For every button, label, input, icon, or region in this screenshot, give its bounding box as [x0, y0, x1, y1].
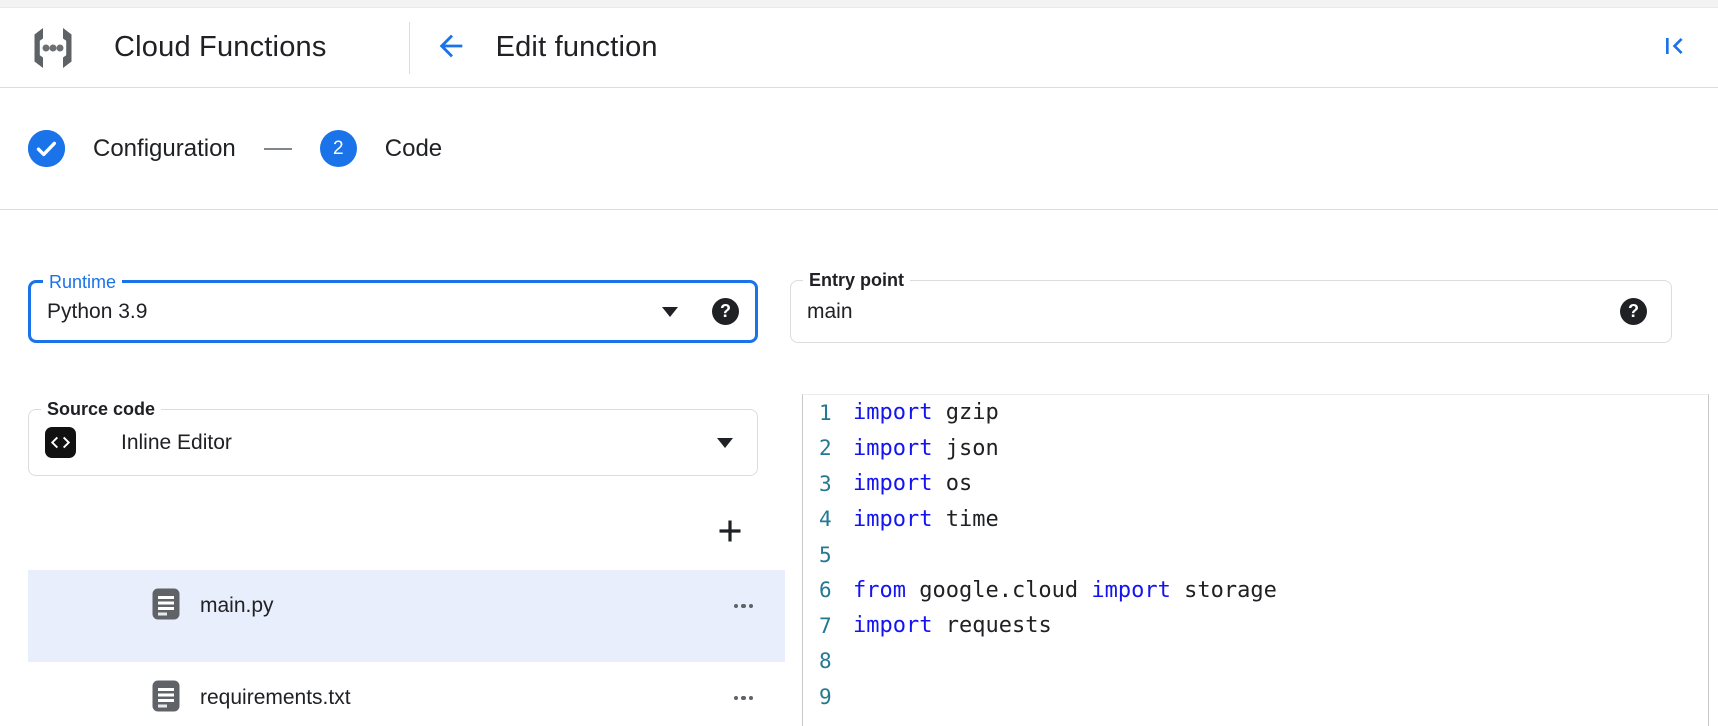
file-icon	[152, 588, 180, 625]
file-row-main-py[interactable]: main.py	[28, 570, 785, 662]
runtime-value: Python 3.9	[47, 299, 148, 323]
collapse-panel-button[interactable]	[1654, 26, 1694, 69]
entry-point-help-icon[interactable]: ?	[1620, 298, 1647, 325]
collapse-panel-icon	[1658, 30, 1690, 65]
inline-editor-code-icon	[45, 427, 76, 458]
back-button[interactable]	[430, 25, 472, 70]
code-line[interactable]: 4 import time	[803, 502, 1708, 538]
page-title: Edit function	[495, 31, 658, 63]
header-divider	[408, 21, 410, 74]
line-number: 1	[819, 400, 832, 425]
stepper: Configuration 2 Code	[0, 88, 1718, 210]
file-icon	[152, 680, 180, 717]
back-arrow-icon	[434, 29, 468, 66]
code-lines: 1 import gzip 2 import json 3 import os 4 impor…	[803, 395, 1708, 715]
file-row-requirements-txt[interactable]: requirements.txt	[28, 662, 785, 726]
source-code-value: Inline Editor	[121, 430, 232, 454]
code-line[interactable]: 8	[803, 644, 1708, 680]
add-file-icon	[715, 516, 745, 549]
file-name: requirements.txt	[200, 686, 351, 709]
code-line[interactable]: 2 import json	[803, 431, 1708, 467]
step-number-badge: 2	[319, 130, 357, 167]
file-menu-button[interactable]	[732, 598, 756, 615]
entry-point-value: main	[807, 299, 853, 323]
line-number: 7	[819, 613, 832, 638]
code-text: from google.cloud import storage	[853, 577, 1277, 603]
file-menu-button[interactable]	[732, 690, 756, 707]
app-header: Cloud Functions Edit function	[0, 8, 1718, 88]
line-number: 4	[819, 507, 832, 532]
code-text: import json	[853, 435, 999, 461]
source-code-label: Source code	[41, 398, 162, 420]
add-file-button[interactable]	[710, 512, 750, 552]
code-line[interactable]: 3 import os	[803, 466, 1708, 502]
code-line[interactable]: 1 import gzip	[803, 395, 1708, 431]
dropdown-arrow-icon[interactable]	[717, 437, 733, 448]
code-line[interactable]: 7 import requests	[803, 608, 1708, 644]
line-number: 6	[819, 578, 832, 603]
code-text: import os	[853, 471, 973, 497]
runtime-label: Runtime	[43, 271, 123, 293]
code-line[interactable]: 9	[803, 679, 1708, 715]
line-number: 2	[819, 436, 832, 461]
top-strip	[0, 0, 1718, 8]
step-check-icon	[28, 130, 65, 167]
source-code-select[interactable]: Source code Inline Editor	[28, 398, 758, 476]
line-number: 5	[819, 542, 832, 567]
line-number: 8	[819, 649, 832, 674]
code-line[interactable]: 5	[803, 537, 1708, 573]
entry-point-field[interactable]: Entry point main ?	[790, 269, 1672, 343]
line-number: 3	[819, 471, 832, 496]
code-editor[interactable]: 1 import gzip 2 import json 3 import os 4 impor…	[802, 394, 1709, 726]
step-separator	[263, 147, 292, 150]
runtime-select[interactable]: Runtime Python 3.9 ?	[28, 271, 758, 343]
code-line[interactable]: 6 from google.cloud import storage	[803, 573, 1708, 609]
code-text: import gzip	[853, 400, 999, 426]
product-title: Cloud Functions	[114, 31, 327, 63]
runtime-help-icon[interactable]: ?	[712, 298, 739, 325]
step-label: Code	[384, 134, 443, 162]
dropdown-arrow-icon[interactable]	[662, 306, 678, 317]
entry-point-label: Entry point	[803, 269, 910, 291]
file-name: main.py	[200, 594, 274, 617]
cloud-functions-logo-icon	[28, 26, 78, 70]
code-text: import time	[853, 506, 999, 532]
step-code[interactable]: 2 Code	[319, 130, 443, 167]
code-text: import requests	[853, 613, 1052, 639]
step-label: Configuration	[93, 134, 236, 162]
line-number: 9	[819, 684, 832, 709]
step-configuration[interactable]: Configuration	[28, 130, 236, 167]
